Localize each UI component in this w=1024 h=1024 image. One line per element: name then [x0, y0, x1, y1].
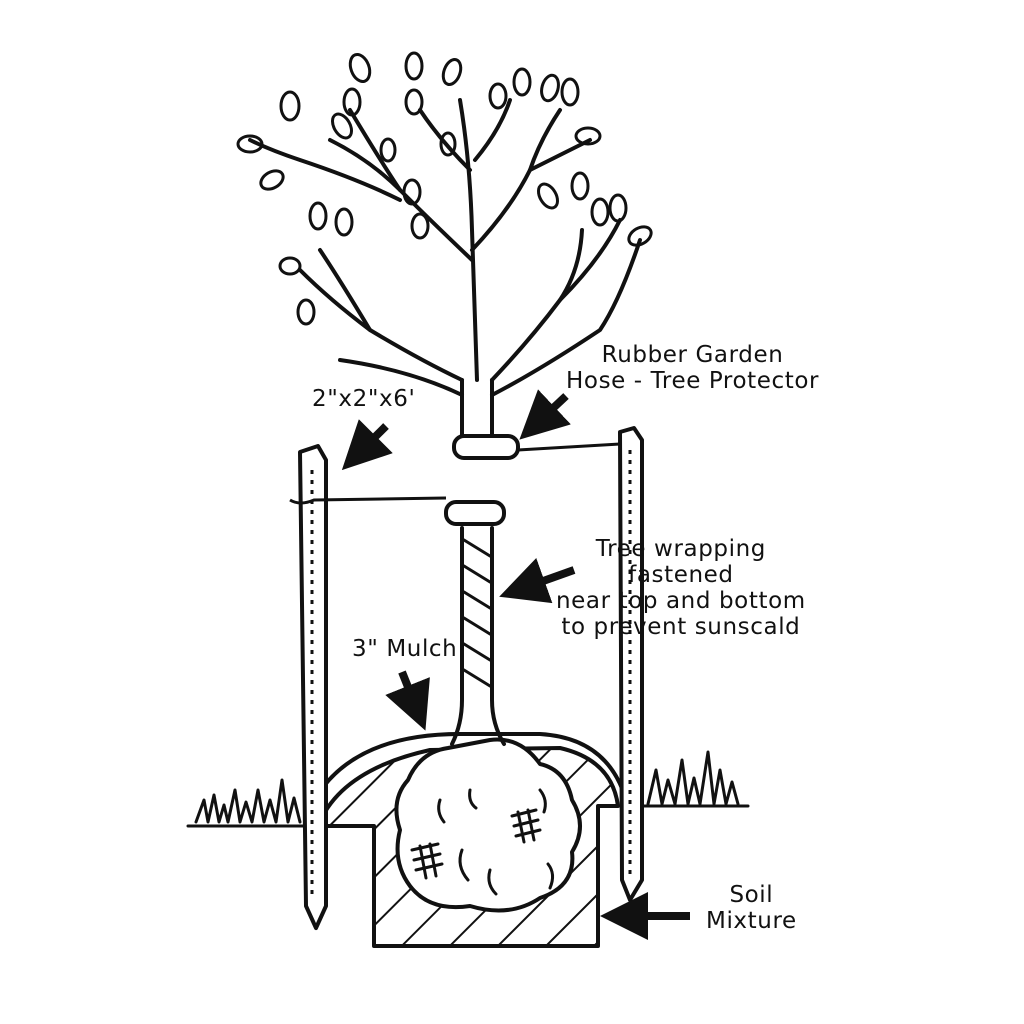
- label-mulch: 3" Mulch: [352, 636, 458, 662]
- hose-band-bottom: [444, 500, 506, 526]
- wire-right: [517, 442, 621, 452]
- label-hose-line-2: Hose - Tree Protector: [566, 368, 820, 394]
- label-soil-line-2: Mixture: [706, 908, 797, 934]
- trunk: [450, 378, 506, 746]
- arrow-mulch: [385, 670, 430, 731]
- root-texture: [410, 788, 555, 896]
- label-stake: 2"x2"x6': [312, 386, 416, 412]
- label-tree-wrapping: Tree wrapping fastened near top and bott…: [556, 536, 806, 640]
- grass-right: [646, 750, 740, 806]
- stake-left: [298, 444, 328, 930]
- label-hose-line-1: Rubber Garden: [601, 342, 784, 368]
- mulch-mound: [310, 732, 628, 805]
- label-hose-protector: Rubber Garden Hose - Tree Protector: [566, 342, 819, 394]
- grass-left: [194, 778, 302, 824]
- label-soil-mixture: Soil Mixture: [706, 882, 797, 934]
- leaves: [236, 51, 653, 326]
- guy-wires: [289, 442, 621, 505]
- arrow-hose: [519, 389, 571, 440]
- branches: [248, 98, 642, 397]
- label-wrapping-line-4: to prevent sunscald: [561, 614, 801, 640]
- hose-band-top: [452, 434, 520, 460]
- root-ball: [394, 737, 582, 913]
- wire-left: [289, 496, 447, 505]
- label-wrapping-line-1: Tree wrapping: [595, 536, 766, 562]
- label-soil-line-1: Soil: [729, 882, 774, 908]
- arrows: [341, 389, 690, 940]
- arrow-wrapping: [499, 557, 576, 604]
- arrow-stake: [341, 419, 393, 471]
- label-wrapping-line-2: fastened: [628, 562, 734, 588]
- stakes: [298, 426, 644, 930]
- hose-protector-bands: [444, 434, 520, 526]
- label-wrapping-line-3: near top and bottom: [556, 588, 806, 614]
